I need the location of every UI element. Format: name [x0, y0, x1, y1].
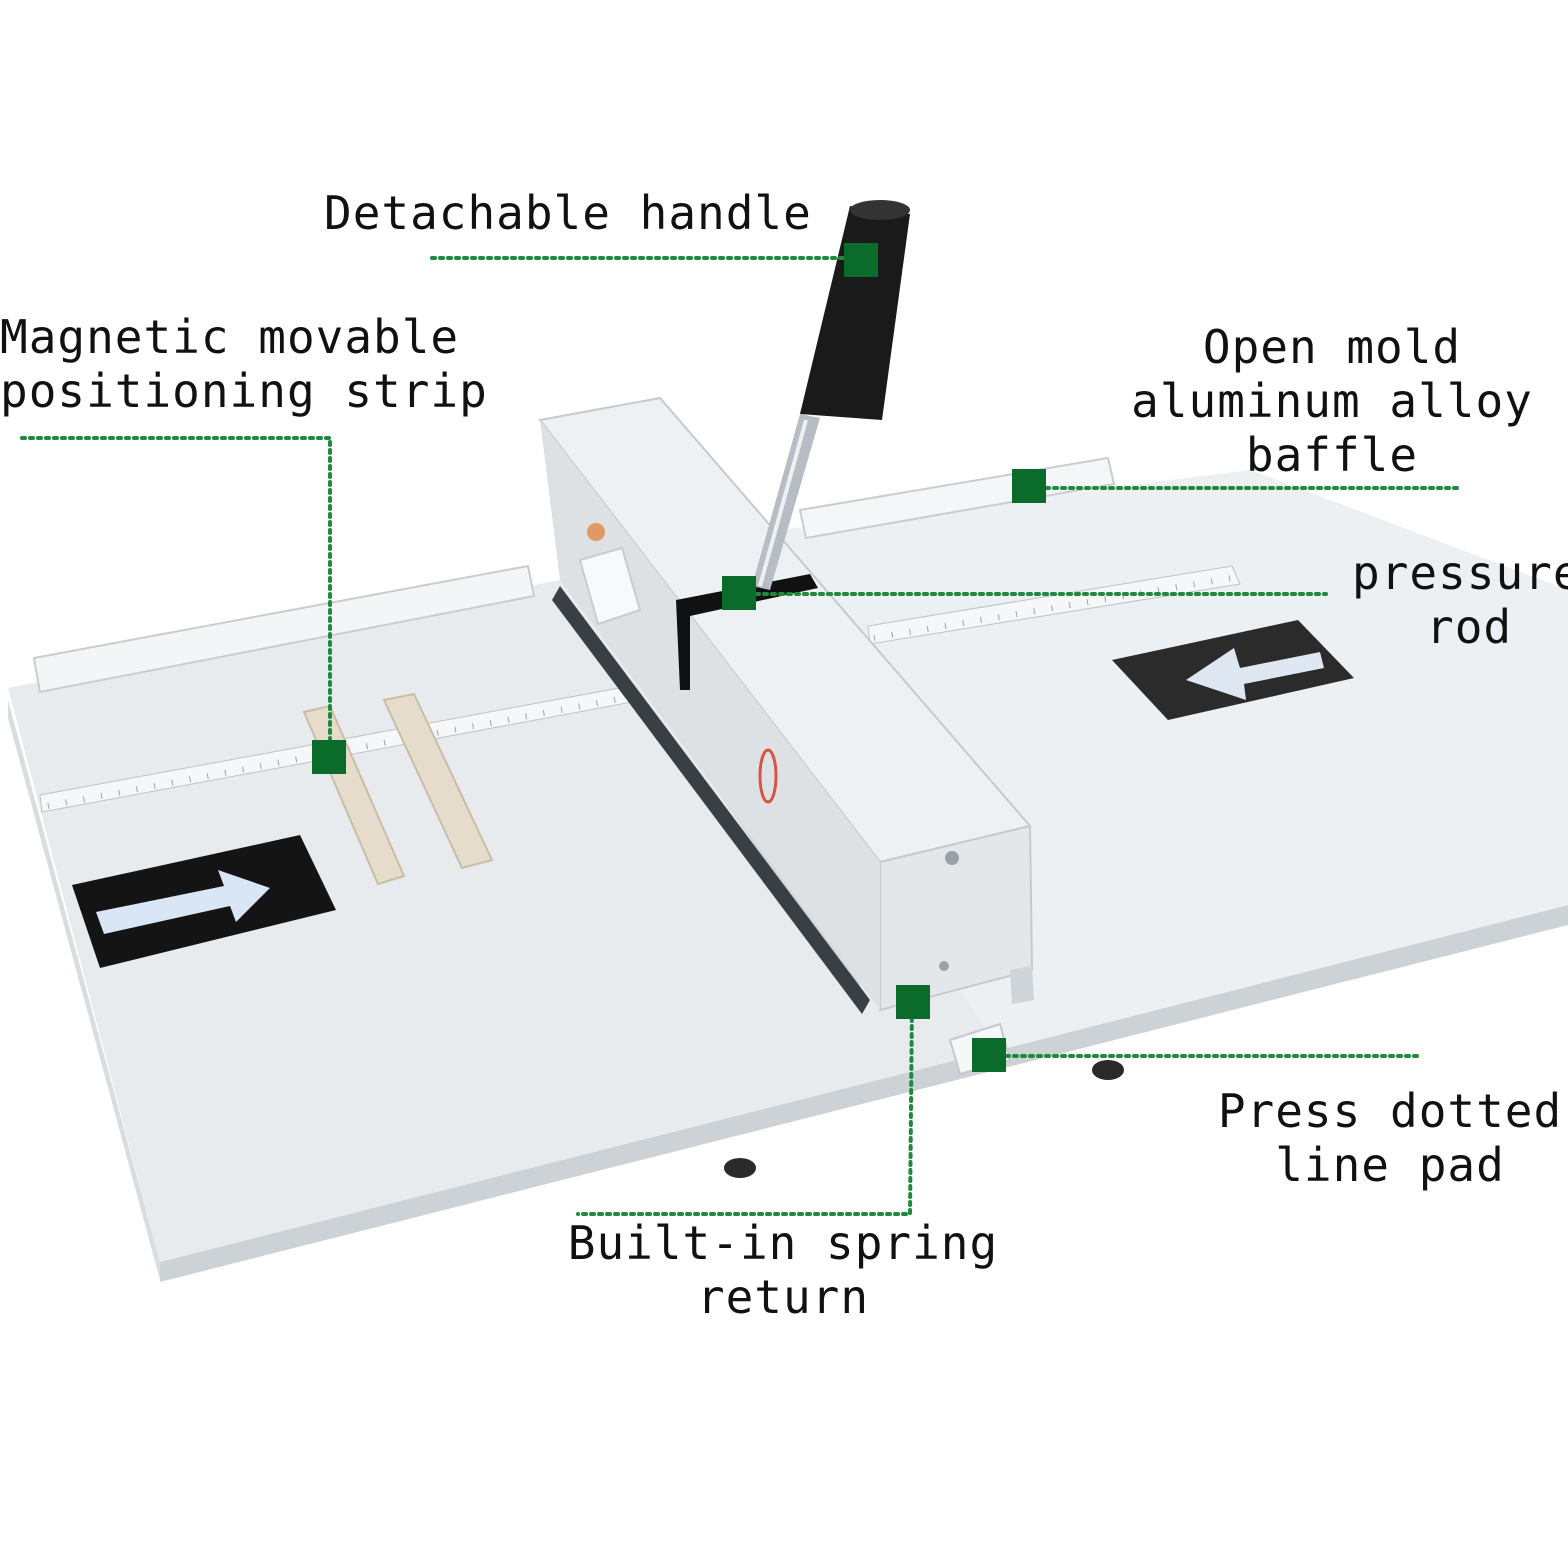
handle-rod-highlight	[758, 419, 808, 587]
label-detachable-handle: Detachable handle	[324, 186, 812, 240]
logo-mark-1	[587, 523, 605, 541]
left-arrow-sign-arrow	[96, 870, 270, 934]
foot-left	[724, 1158, 756, 1178]
head-window	[578, 546, 642, 626]
spring-housing	[1010, 966, 1034, 1004]
label-line: Built-in spring	[567, 1216, 999, 1270]
markers	[312, 243, 1046, 1072]
handle-cap	[850, 200, 910, 220]
label-line: line pad	[1275, 1138, 1505, 1192]
foot-right	[1092, 1060, 1124, 1080]
base-board-front-edge	[160, 905, 1568, 1282]
right-ruler	[867, 565, 1241, 645]
handle-grip	[800, 206, 910, 420]
marker-baffle	[1012, 469, 1046, 503]
positioning-strip-2	[382, 692, 494, 870]
screw-1	[945, 851, 959, 865]
marker-pad	[972, 1038, 1006, 1072]
leader-lines	[20, 256, 1460, 1216]
head-slot	[676, 574, 818, 690]
label-line: aluminum alloy	[1131, 374, 1533, 428]
left-back-rail	[32, 564, 536, 694]
handle-rod	[752, 414, 820, 590]
label-spring-return: Built-in spring return	[558, 1216, 1008, 1324]
marker-rod	[722, 576, 756, 610]
label-line: baffle	[1245, 428, 1419, 482]
label-pressure-rod: pressure rod	[1352, 546, 1568, 654]
label-aluminum-baffle: Open mold aluminum alloy baffle	[1120, 320, 1544, 482]
label-line: Open mold	[1202, 320, 1462, 374]
screw-2	[939, 961, 949, 971]
marker-spring	[896, 985, 930, 1019]
label-magnetic-strip: Magnetic movable positioning strip	[0, 310, 488, 418]
leader-spring	[576, 1000, 914, 1216]
label-line: Press dotted	[1217, 1084, 1563, 1138]
right-arrow-sign-arrow	[1186, 648, 1324, 700]
head-bottom-gap	[552, 586, 870, 1014]
label-line: return	[696, 1270, 870, 1324]
label-line: rod	[1426, 600, 1513, 654]
logo-mark-2	[758, 748, 778, 804]
label-line: positioning strip	[0, 364, 488, 418]
label-line: Detachable handle	[324, 186, 812, 240]
base-board-edge	[8, 700, 160, 1280]
leader-strip	[20, 436, 332, 758]
label-line: pressure	[1352, 546, 1568, 600]
marker-handle	[844, 243, 878, 277]
label-line: Magnetic movable	[0, 310, 460, 364]
marker-strip	[312, 740, 346, 774]
label-press-pad: Press dotted line pad	[1212, 1084, 1568, 1192]
